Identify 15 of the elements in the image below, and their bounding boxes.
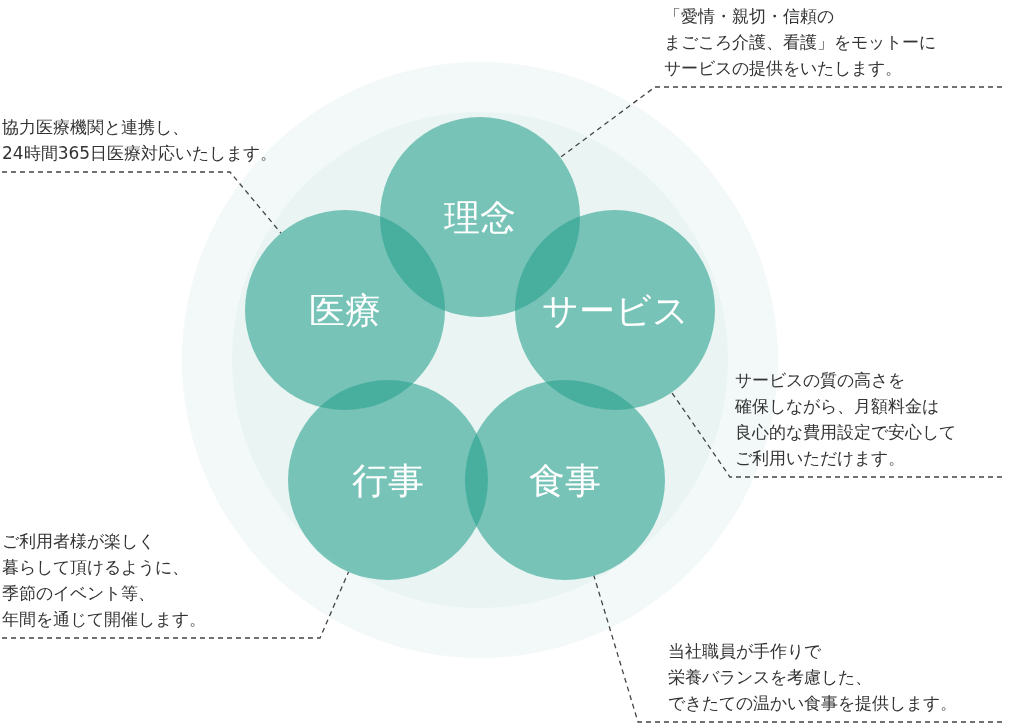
leader-line	[593, 575, 1003, 723]
circle-label: 理念	[444, 195, 516, 240]
circle-label: 行事	[352, 458, 424, 503]
circle-label: 食事	[529, 458, 601, 503]
callout-text: 当社職員が手作りで栄養バランスを考慮した、できたての温かい食事を提供します。	[668, 640, 958, 715]
callout-text: 「愛情・親切・信頼のまごころ介護、看護」をモットーにサービスの提供をいたします。	[664, 5, 937, 80]
circle-label: 医療	[309, 288, 381, 333]
leader-line	[559, 86, 1003, 159]
callout-text: ご利用者様が楽しく暮らして頂けるように、季節のイベント等、年間を通じて開催します。	[2, 530, 207, 631]
leader-line	[1, 571, 350, 639]
callout-text: サービスの質の高さを確保しながら、月額料金は良心的な費用設定で安心してご利用いただけます。	[735, 369, 957, 470]
callout-text: 協力医療機関と連携し、24時間365日医療対応いたします。	[2, 116, 279, 165]
circle-label: サービス	[541, 288, 689, 333]
leader-line	[671, 391, 1003, 478]
leader-line	[1, 171, 282, 234]
